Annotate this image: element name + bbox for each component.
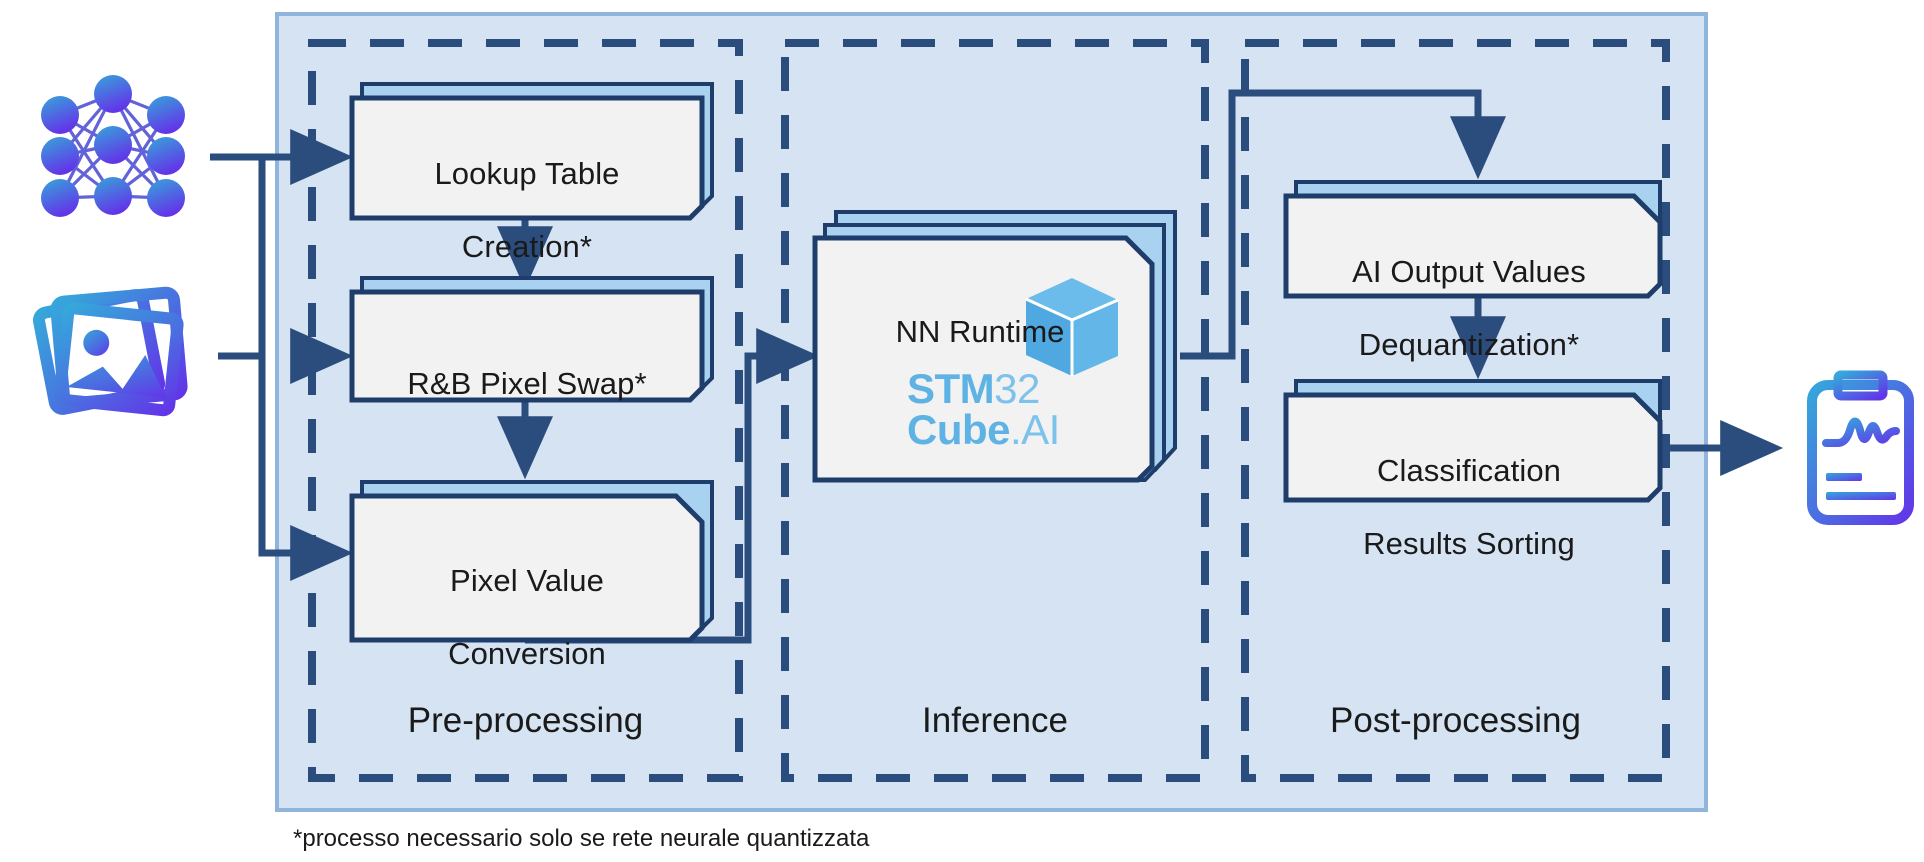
box-ai-output-dequantization[interactable] [1283, 180, 1663, 299]
box-nn-runtime[interactable] [812, 210, 1177, 483]
box-lookup-table[interactable] [349, 82, 714, 221]
box-pixel-value-conversion[interactable] [349, 480, 714, 643]
box-ai-output-dequantization-face [1283, 193, 1663, 299]
box-rb-pixel-swap-face [349, 289, 705, 403]
neural-network-icon [41, 75, 185, 217]
group-frame-inference [781, 39, 1209, 782]
image-stack-icon [33, 286, 188, 417]
group-frame-post [1241, 39, 1670, 782]
image-stack-icon-photo [66, 329, 166, 398]
box-lookup-table-face [349, 95, 705, 221]
cube-3d-icon [1025, 278, 1119, 376]
connector-inference-to-post [1180, 89, 1506, 360]
box-classification-results-sorting-face [1283, 392, 1663, 503]
box-pixel-value-conversion-face [349, 493, 705, 643]
box-classification-results-sorting[interactable] [1283, 379, 1663, 503]
clipboard-results-icon [1807, 370, 1914, 525]
box-rb-pixel-swap[interactable] [349, 276, 714, 403]
connectors [210, 89, 1784, 644]
